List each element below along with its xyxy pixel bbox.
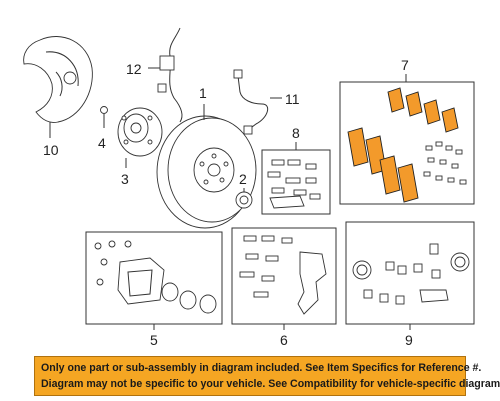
lug-nut-part [235, 188, 253, 209]
hub-assembly-part [117, 107, 163, 168]
pad-clips [423, 141, 467, 185]
callout-7: 7 [401, 57, 409, 73]
callout-9: 9 [405, 332, 413, 348]
disclaimer-line-2: Diagram may not be specific to your vehi… [41, 378, 500, 390]
callout-4: 4 [98, 135, 106, 151]
callout-2: 2 [239, 171, 247, 187]
disclaimer-line-1: Only one part or sub-assembly in diagram… [41, 362, 482, 374]
callout-10: 10 [43, 142, 59, 158]
hub-bolt-part [100, 106, 108, 128]
brake-rotor-part [156, 104, 257, 229]
dust-shield-part [23, 36, 93, 138]
caliper-bracket-part [239, 235, 327, 315]
caliper-bolts-8 [267, 159, 321, 209]
callout-8: 8 [292, 125, 300, 141]
callout-5: 5 [150, 332, 158, 348]
brake-pads-highlighted [347, 87, 459, 203]
seal-kit-part [352, 243, 470, 305]
callout-11: 11 [285, 91, 300, 107]
speed-sensor-wire-part [148, 27, 183, 123]
callout-6: 6 [280, 332, 288, 348]
brake-hose-part [233, 69, 282, 135]
callout-1: 1 [199, 85, 207, 101]
disclaimer-banner: Only one part or sub-assembly in diagram… [34, 356, 500, 396]
callout-12: 12 [126, 61, 142, 77]
callout-3: 3 [121, 171, 129, 187]
caliper-assembly-part [94, 240, 217, 314]
